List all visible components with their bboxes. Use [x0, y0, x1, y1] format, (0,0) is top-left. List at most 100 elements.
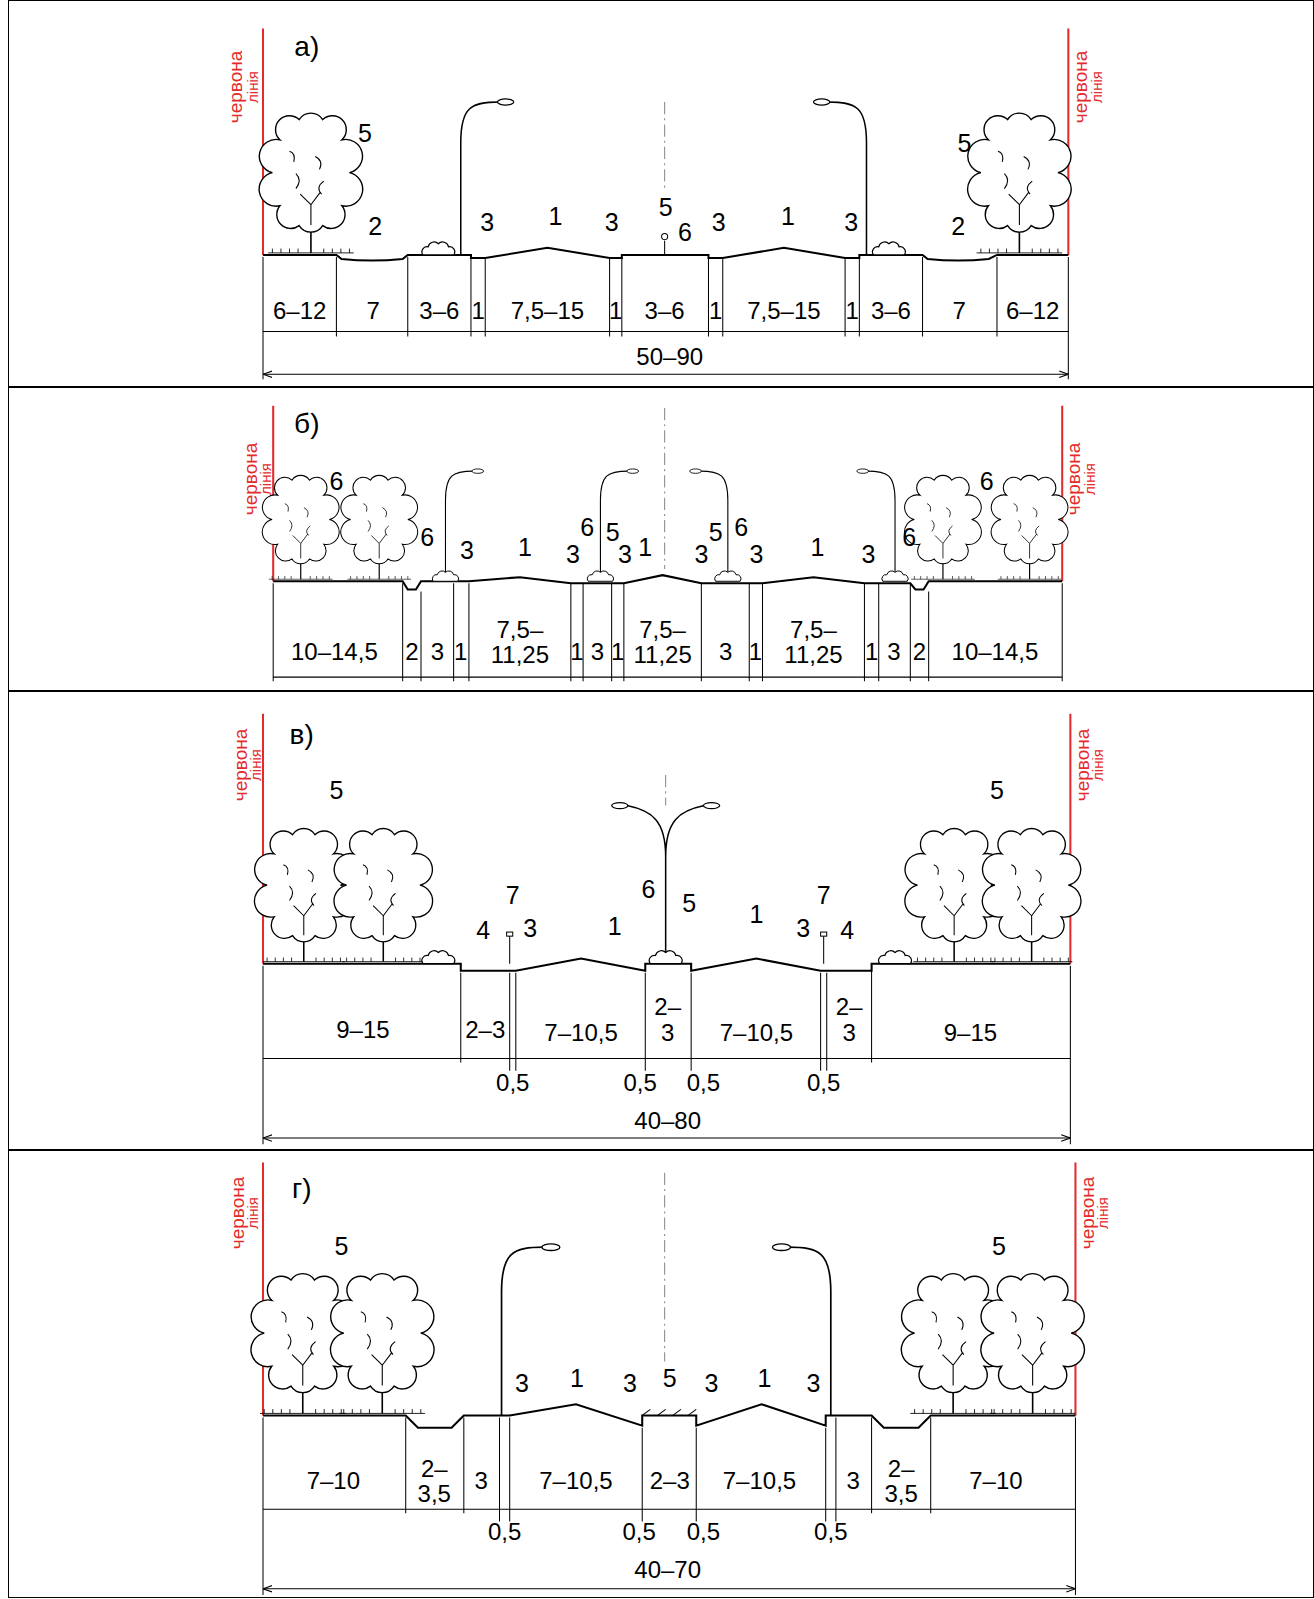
- callout-number: 4: [840, 917, 854, 943]
- dimension: 7–10,5: [723, 1469, 796, 1494]
- dimension: 7,5– 11,25: [784, 617, 842, 667]
- callout-number: 3: [807, 1370, 821, 1396]
- callout-number: 7: [506, 882, 520, 908]
- dimension: 6–12: [273, 298, 326, 323]
- callout-number: 3: [618, 540, 632, 566]
- callout-number: 1: [570, 1365, 584, 1391]
- dimension: 40–70: [634, 1557, 701, 1582]
- dimension: 1: [865, 640, 878, 665]
- dimension: 1: [846, 298, 859, 323]
- callout-number: 3: [460, 537, 474, 563]
- section-panel: г): [8, 1150, 1314, 1599]
- dimension: 2– 3,5: [418, 1456, 451, 1506]
- dimension: 7,5–15: [511, 298, 584, 323]
- callout-number: 3: [712, 209, 726, 235]
- callout-number: 6: [580, 514, 594, 540]
- dimension: 7–10,5: [720, 1020, 793, 1045]
- dimension: 1: [454, 640, 467, 665]
- dimension: 3–6: [419, 298, 459, 323]
- callout-number: 6: [678, 219, 692, 245]
- dimension: 1: [709, 298, 722, 323]
- callout-number: 3: [694, 540, 708, 566]
- red-line-label: лінія: [1090, 749, 1106, 781]
- dimension: 1: [570, 640, 583, 665]
- callout-number: 6: [420, 524, 434, 550]
- callout-number: 5: [682, 890, 696, 916]
- red-line-label: лінія: [245, 71, 261, 103]
- dimension: 0,5: [687, 1520, 720, 1545]
- callout-number: 1: [638, 534, 652, 560]
- dimension: 0,5: [622, 1520, 655, 1545]
- callout-number: 1: [518, 534, 532, 560]
- dimension: 2– 3: [836, 994, 863, 1044]
- callout-number: 6: [641, 876, 655, 902]
- dimension: 0,5: [496, 1070, 529, 1095]
- callout-number: 6: [902, 524, 916, 550]
- callout-number: 7: [817, 882, 831, 908]
- dimension: 9–15: [336, 1017, 389, 1042]
- dimension: 10–14,5: [291, 640, 378, 665]
- callout-number: 6: [734, 514, 748, 540]
- callout-number: 3: [605, 209, 619, 235]
- panel-letter: б): [294, 410, 319, 438]
- callout-number: 5: [663, 1365, 677, 1391]
- dimension: 2: [913, 640, 926, 665]
- callout-number: 3: [566, 540, 580, 566]
- dimension: 3–6: [645, 298, 685, 323]
- callout-number: 3: [523, 915, 537, 941]
- dimension: 0,5: [807, 1070, 840, 1095]
- callout-number: 6: [980, 468, 994, 494]
- dimension: 2–3: [465, 1017, 505, 1042]
- dimension: 3: [887, 640, 900, 665]
- callout-number: 5: [709, 519, 723, 545]
- dimension: 7,5– 11,25: [491, 617, 549, 667]
- callout-number: 4: [476, 917, 490, 943]
- callout-number: 5: [992, 1233, 1006, 1259]
- red-line-label: лінія: [1095, 1197, 1111, 1229]
- red-line-label: лінія: [1089, 71, 1105, 103]
- dimension: 10–14,5: [952, 640, 1039, 665]
- dimension: 7: [953, 298, 966, 323]
- dimension: 3: [474, 1469, 487, 1494]
- dimension: 2– 3: [654, 994, 681, 1044]
- dimension: 7–10,5: [539, 1469, 612, 1494]
- red-line-label: лінія: [245, 1197, 261, 1229]
- dimension: 1: [749, 640, 762, 665]
- dimension: 2–3: [650, 1469, 690, 1494]
- red-line-label: лінія: [1082, 463, 1098, 495]
- callout-number: 3: [844, 209, 858, 235]
- dimension: 1: [609, 298, 622, 323]
- dimension: 2– 3,5: [884, 1456, 917, 1506]
- callout-number: 1: [608, 912, 622, 938]
- dimension: 0,5: [814, 1520, 847, 1545]
- dimension: 7,5–15: [747, 298, 820, 323]
- callout-number: 5: [358, 119, 372, 145]
- dimension: 0,5: [488, 1520, 521, 1545]
- callout-number: 1: [811, 534, 825, 560]
- callout-number: 3: [796, 915, 810, 941]
- dimension: 50–90: [636, 344, 703, 369]
- dimension: 7–10: [307, 1469, 360, 1494]
- dimension: 6–12: [1006, 298, 1059, 323]
- callout-number: 3: [623, 1370, 637, 1396]
- callout-number: 5: [335, 1233, 349, 1259]
- dimension: 3: [591, 640, 604, 665]
- callout-number: 2: [368, 213, 382, 239]
- callout-number: 1: [549, 203, 563, 229]
- panel-letter: г): [292, 1175, 312, 1203]
- callout-number: 1: [781, 203, 795, 229]
- dimension: 0,5: [623, 1070, 656, 1095]
- dimension: 3–6: [871, 298, 911, 323]
- red-line-label: лінія: [248, 749, 264, 781]
- callout-number: 5: [329, 777, 343, 803]
- section-panel: в): [8, 691, 1314, 1150]
- dimension: 1: [611, 640, 624, 665]
- callout-number: 5: [990, 777, 1004, 803]
- red-line-label: лінія: [258, 463, 274, 495]
- dimension: 1: [471, 298, 484, 323]
- panel-letter: а): [294, 33, 319, 61]
- callout-number: 5: [659, 194, 673, 220]
- callout-number: 5: [606, 519, 620, 545]
- callout-number: 3: [862, 540, 876, 566]
